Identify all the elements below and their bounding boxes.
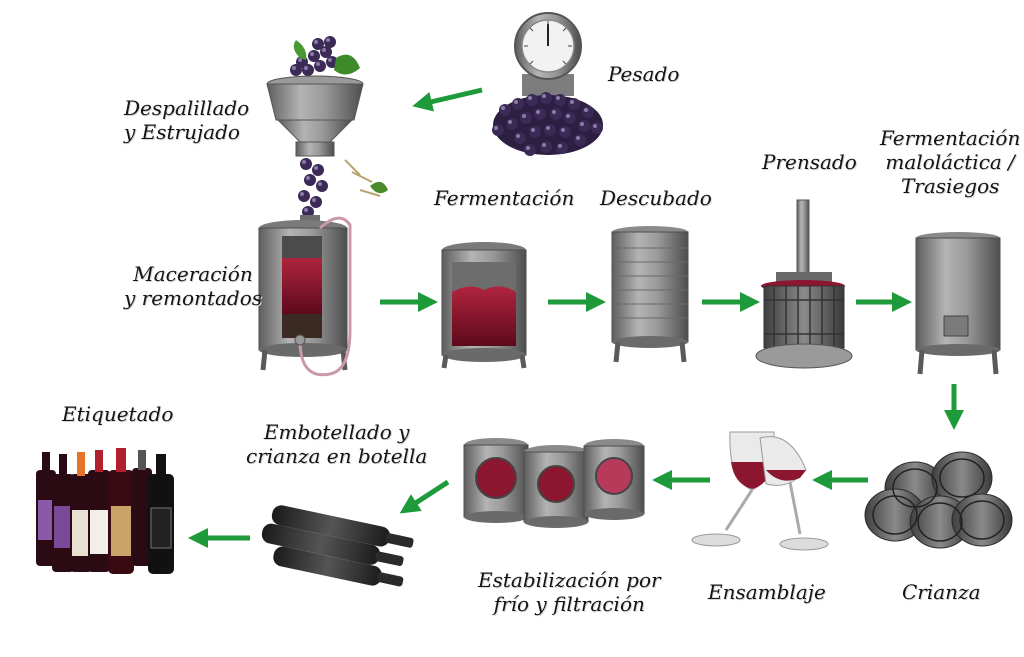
tank-icon xyxy=(463,438,645,528)
label-prensado: Prensado xyxy=(762,150,857,174)
label-descubado: Descubado xyxy=(600,186,712,210)
arrow-estabilizacion-to-embotellado xyxy=(399,479,450,514)
hopper-icon xyxy=(266,36,388,218)
label-estabilizacion: Estabilización por frío y filtración xyxy=(478,568,661,616)
label-crianza: Crianza xyxy=(902,580,981,604)
label-despalillado: Despalillado y Estrujado xyxy=(124,96,250,144)
tank-icon xyxy=(441,242,527,369)
label-fermentacion: Fermentación xyxy=(434,186,575,210)
barrel-icon xyxy=(864,451,1013,549)
label-ensamblaje: Ensamblaje xyxy=(708,580,826,604)
tank-icon xyxy=(611,226,689,363)
flow-arrows xyxy=(188,87,964,548)
label-etiquetado: Etiquetado xyxy=(62,402,174,426)
tank-icon xyxy=(258,215,352,377)
bottle-icon xyxy=(36,448,174,574)
wine-glass-icon xyxy=(691,431,829,551)
arrow-pesado-to-despalillado xyxy=(412,87,483,112)
scale-icon xyxy=(492,12,603,156)
label-maceracion: Maceración y remontados xyxy=(124,262,263,310)
label-malolactica: Fermentación maloláctica / Trasiegos xyxy=(880,126,1021,198)
tank-icon xyxy=(915,232,1001,375)
bottle-icon xyxy=(261,505,414,587)
label-pesado: Pesado xyxy=(608,62,680,86)
grape-bunch-icon xyxy=(492,92,603,156)
press-icon xyxy=(755,199,853,369)
label-embotellado: Embotellado y crianza en botella xyxy=(246,420,428,468)
